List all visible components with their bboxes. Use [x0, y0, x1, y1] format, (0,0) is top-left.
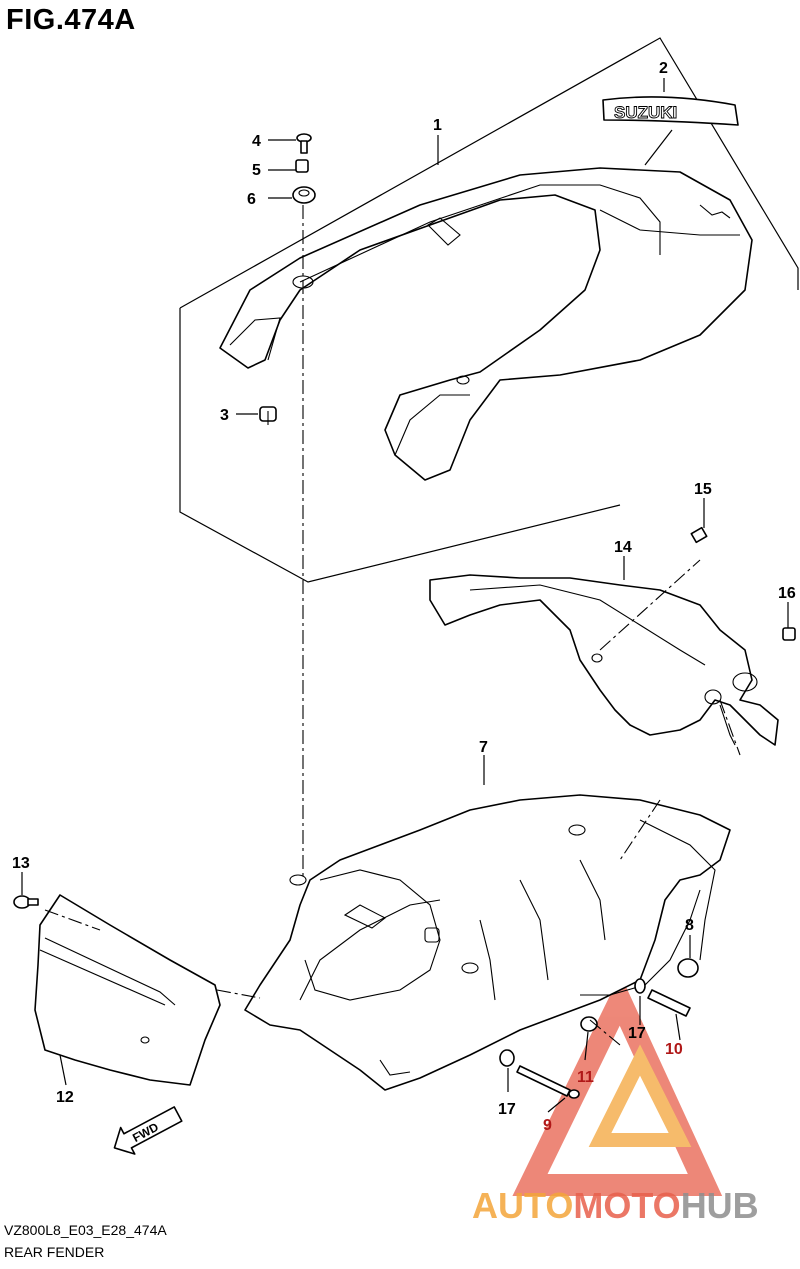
- part-17-washer-lower: [499, 1049, 515, 1067]
- callout-15: 15: [694, 481, 712, 498]
- callout-1: 1: [433, 117, 442, 134]
- callout-6: 6: [247, 191, 256, 208]
- figure-code: VZ800L8_E03_E28_474A: [4, 1222, 167, 1238]
- callout-9: 9: [543, 1117, 552, 1134]
- part-1-seat-tail-cover: [219, 167, 753, 481]
- part-2-emblem: SUZUKI: [602, 96, 739, 126]
- figure-name: REAR FENDER: [4, 1244, 105, 1260]
- svg-text:AUTOMOTOHUB: AUTOMOTOHUB: [472, 1185, 759, 1226]
- part-11-nut: [580, 1016, 598, 1032]
- callout-17-lower: 17: [498, 1101, 516, 1118]
- callout-2: 2: [659, 60, 668, 77]
- part-17-washer-upper: [634, 978, 646, 994]
- watermark-part2: MOTO: [573, 1185, 680, 1226]
- callout-17-upper: 17: [628, 1025, 646, 1042]
- part-16-bolt: [782, 627, 796, 641]
- fwd-arrow-icon: FWD: [113, 1106, 183, 1155]
- callout-11: 11: [577, 1069, 594, 1086]
- callout-14: 14: [614, 539, 632, 556]
- watermark-logo-icon: [512, 974, 723, 1196]
- callout-3: 3: [220, 407, 229, 424]
- part-7-rear-fender: [244, 794, 731, 1091]
- watermark-part1: AUTO: [472, 1185, 573, 1226]
- callout-8: 8: [685, 917, 694, 934]
- seat-tail-box: [179, 37, 799, 583]
- part-13-screw: [13, 895, 39, 909]
- part-10-bolt: [647, 989, 691, 1017]
- part-6-grommet: [292, 186, 316, 204]
- part-5-collar: [295, 159, 309, 173]
- part-14-bracket: [429, 574, 779, 746]
- part-12-fender-cover: [34, 894, 221, 1086]
- leader-lines: [21, 78, 789, 1113]
- assembly-lines: [44, 205, 741, 1046]
- callout-12: 12: [56, 1089, 74, 1106]
- figure-title: FIG.474A: [6, 4, 136, 36]
- callout-7: 7: [479, 739, 488, 756]
- part-9-bolt: [516, 1065, 580, 1099]
- callouts: 1 2 3 4 5 6 7 8 9 10 11 12 13 14 15 16 1…: [12, 60, 796, 1134]
- emblem-text: SUZUKI: [614, 103, 677, 122]
- watermark-text: AUTOMOTOHUB: [472, 1185, 759, 1226]
- watermark-part3: HUB: [681, 1185, 759, 1226]
- part-4-screw: [296, 133, 312, 154]
- callout-16: 16: [778, 585, 796, 602]
- callout-5: 5: [252, 162, 261, 179]
- callout-10: 10: [665, 1041, 683, 1058]
- part-15-bolt: [690, 526, 708, 544]
- part-8-cushion: [677, 958, 699, 978]
- callout-4: 4: [252, 133, 261, 150]
- callout-13: 13: [12, 855, 30, 872]
